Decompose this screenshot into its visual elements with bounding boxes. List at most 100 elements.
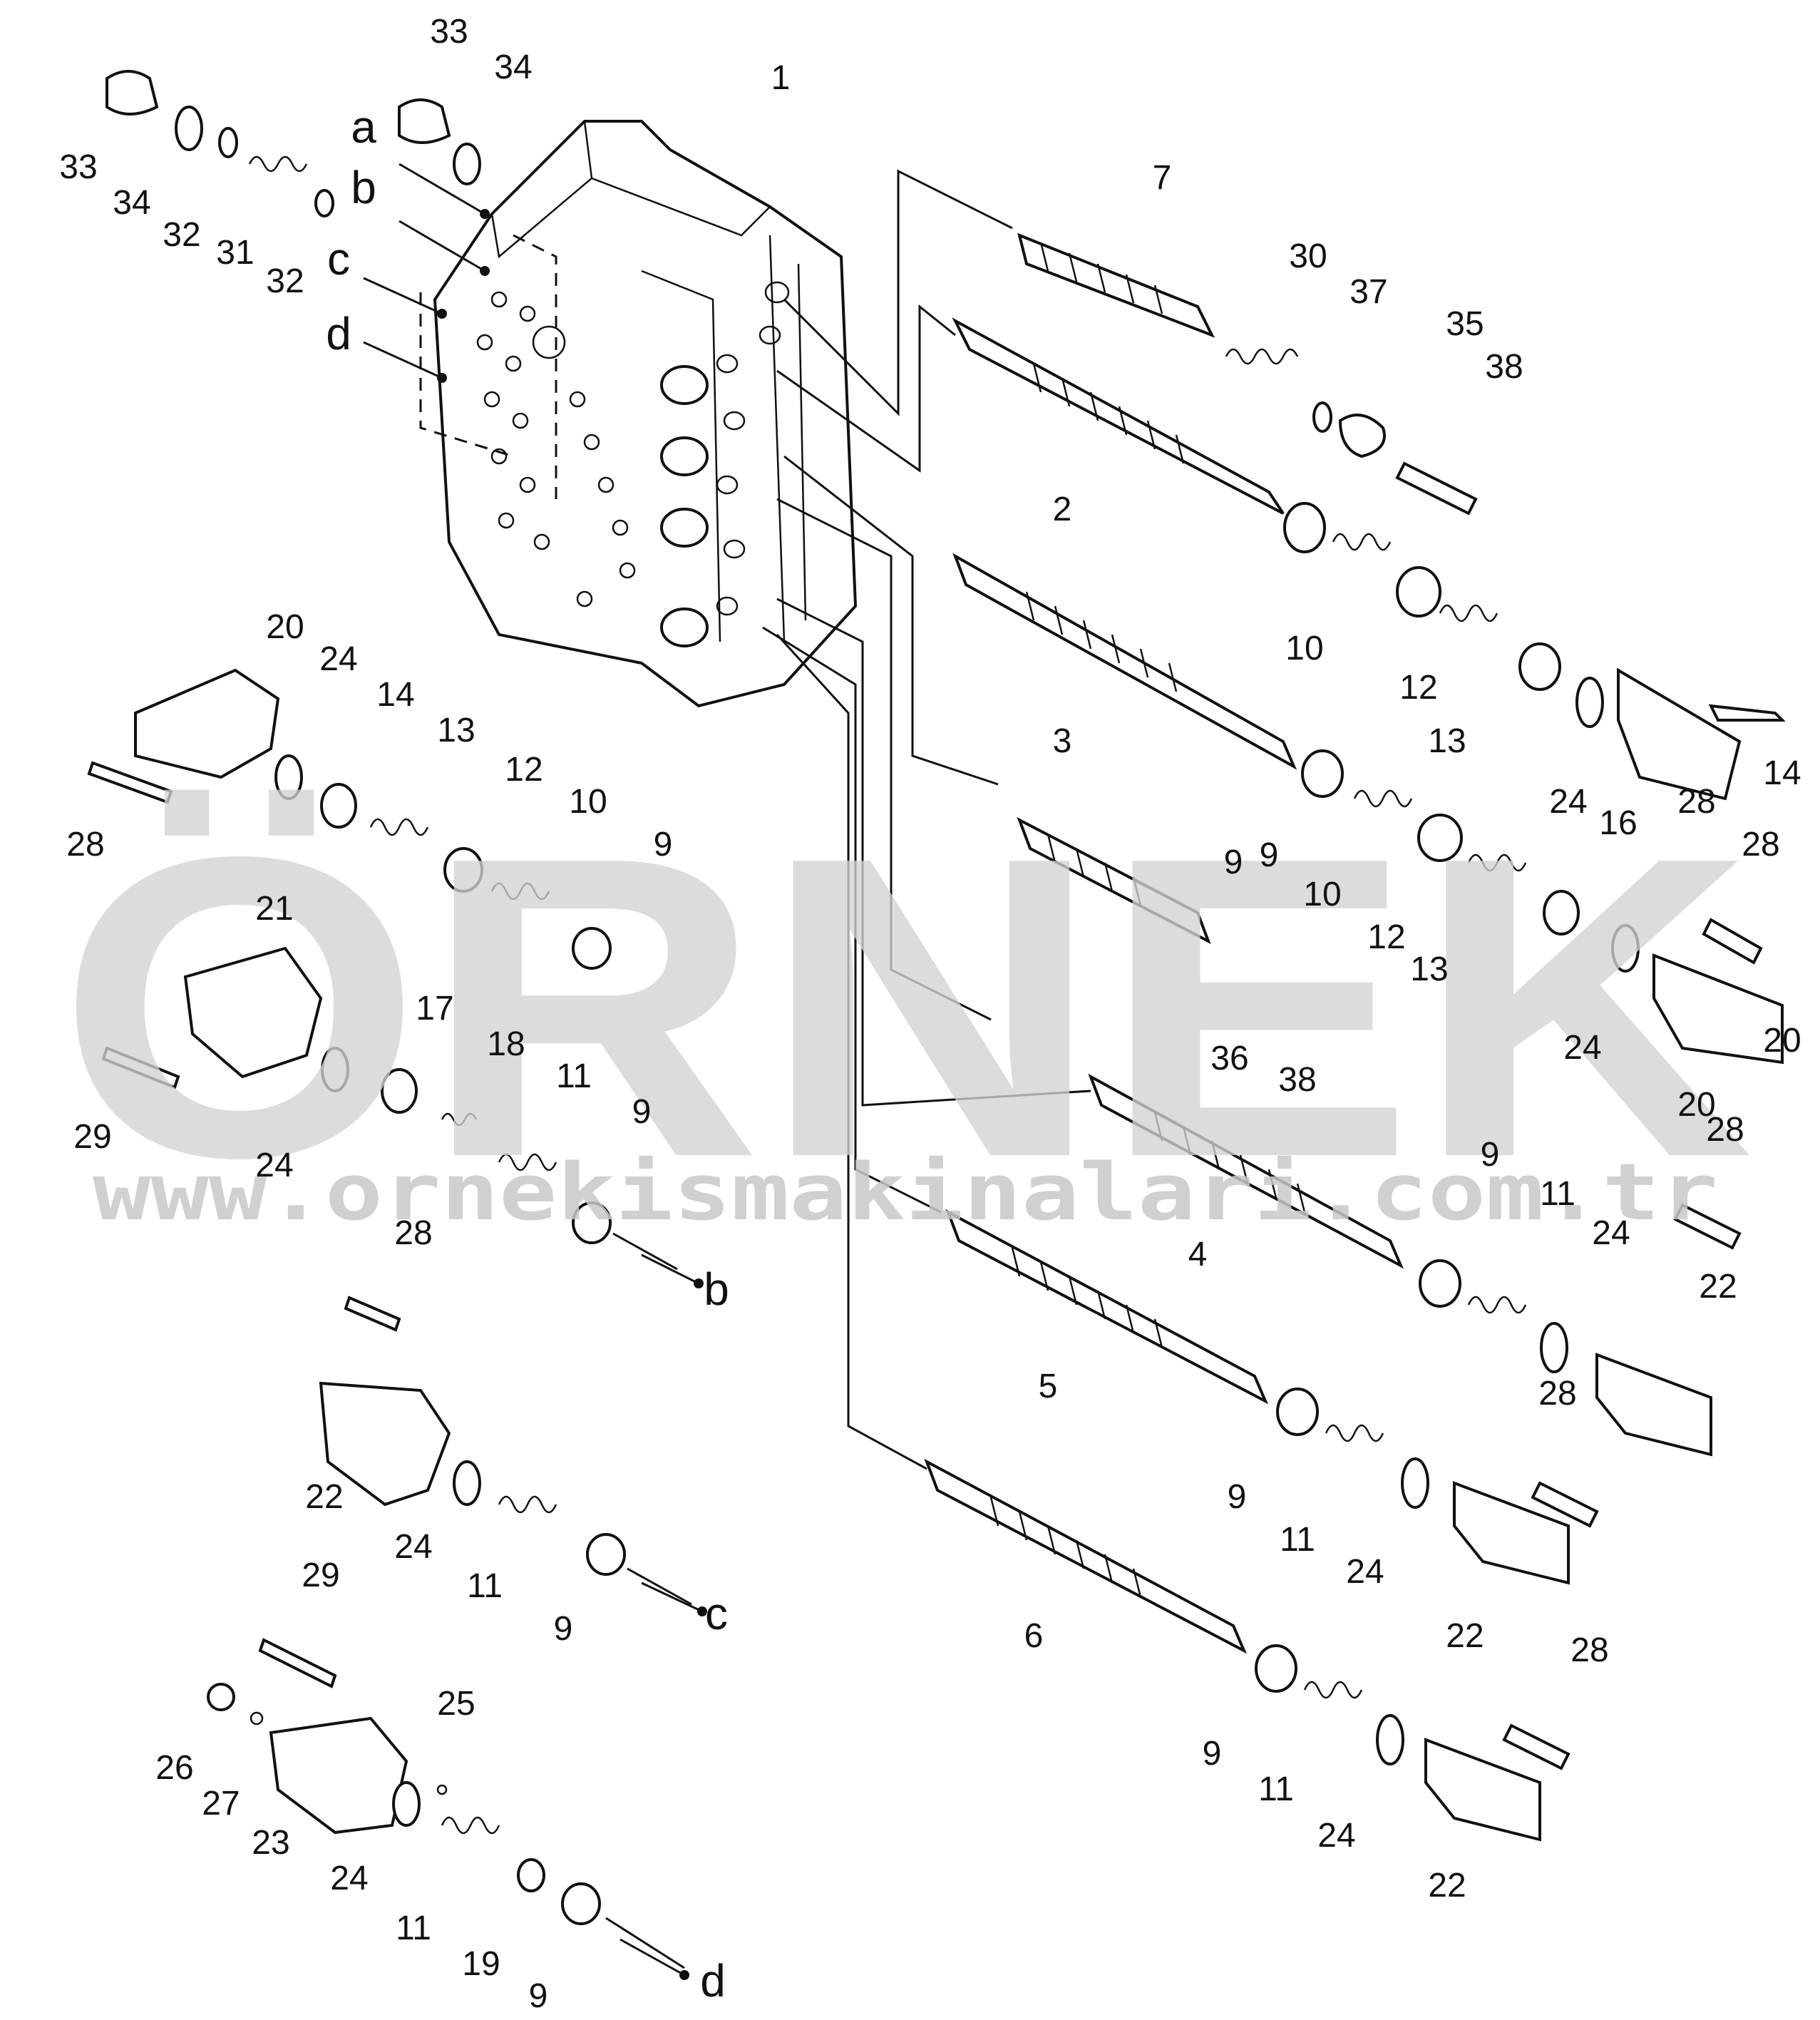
callout-number: 11 <box>1540 1175 1575 1213</box>
callout-number: 11 <box>556 1057 592 1095</box>
callout-number: 10 <box>1303 876 1341 913</box>
watermark-brand: ÖRNEK <box>57 769 1754 1246</box>
callout-number: 3 <box>1053 722 1072 760</box>
callout-number: 24 <box>319 640 357 678</box>
callout-number: 38 <box>1278 1061 1316 1099</box>
arrow-head <box>480 209 490 219</box>
callout-number: 17 <box>416 990 453 1027</box>
arrow-line <box>641 1581 703 1613</box>
callout-number: 28 <box>1570 1631 1608 1669</box>
callout-number: 19 <box>462 1945 500 1983</box>
arrow-head <box>694 1278 704 1288</box>
callout-number: 38 <box>1485 348 1523 386</box>
callout-number: 9 <box>529 1977 548 2015</box>
callout-number: 13 <box>437 712 475 749</box>
left-side-parts <box>87 70 692 1969</box>
callout-number: 7 <box>1153 159 1172 197</box>
callout-number: 28 <box>1538 1375 1576 1413</box>
callout-number: 5 <box>1039 1368 1058 1405</box>
spool-4 <box>1088 1073 1404 1269</box>
valve-body <box>419 120 858 708</box>
callout-number: 25 <box>437 1685 475 1723</box>
callout-number: 9 <box>554 1610 573 1648</box>
callout-number: 34 <box>494 48 532 86</box>
callout-number: 28 <box>1677 783 1715 821</box>
callout-number: 13 <box>1410 950 1448 988</box>
callout-number: 24 <box>330 1860 368 1897</box>
callout-number: 10 <box>569 783 607 821</box>
body-leader-lines <box>762 169 1091 1470</box>
callout-number: 20 <box>1763 1022 1801 1060</box>
callout-number: 28 <box>1706 1111 1744 1149</box>
callout-number: 12 <box>1367 918 1405 956</box>
callout-number: 9 <box>654 826 673 863</box>
callout-number: 24 <box>394 1528 432 1566</box>
callout-number: 35 <box>1446 305 1484 343</box>
callout-number: 18 <box>487 1025 525 1063</box>
callout-number: 28 <box>1742 826 1779 863</box>
callout-number: 30 <box>1289 237 1327 275</box>
callout-number: 28 <box>66 826 104 863</box>
callout-number: 29 <box>73 1118 111 1156</box>
callout-number: 32 <box>163 216 200 254</box>
callout-number: 14 <box>1763 754 1801 792</box>
spool-3 <box>952 553 1297 770</box>
callout-number: 12 <box>505 751 543 789</box>
callout-number: 24 <box>255 1147 293 1184</box>
callout-number: 9 <box>1228 1478 1247 1516</box>
arrow-line <box>399 163 485 215</box>
callout-number: 34 <box>113 184 150 222</box>
callout-number: 20 <box>266 608 304 646</box>
callout-number: 9 <box>632 1093 652 1131</box>
callout-number: 23 <box>252 1824 289 1862</box>
callout-number: 22 <box>1699 1268 1737 1306</box>
arrow-head <box>480 266 490 276</box>
arrow-label: d <box>326 308 351 359</box>
callout-number: 24 <box>1549 783 1587 821</box>
callout-number: 24 <box>1346 1553 1384 1591</box>
watermark-url: www.ornekismakinalari.com.tr <box>93 1147 1718 1238</box>
spool-7 <box>1017 232 1215 338</box>
callout-number: 22 <box>1428 1867 1466 1904</box>
spools <box>924 232 1404 1654</box>
callout-number: 1 <box>771 59 791 97</box>
arrow-line <box>363 277 443 315</box>
callout-number: 26 <box>155 1749 193 1787</box>
callout-number: 4 <box>1188 1236 1208 1273</box>
arrow-head <box>437 309 447 319</box>
callout-number: 28 <box>394 1214 432 1252</box>
callout-number: 11 <box>1258 1770 1294 1808</box>
arrow-label: d <box>700 1955 726 2006</box>
callout-number: 29 <box>302 1557 339 1594</box>
callout-number: 24 <box>1563 1029 1601 1067</box>
callout-number: 21 <box>255 890 293 928</box>
callout-number: 31 <box>216 234 254 272</box>
arrow-head <box>437 373 447 383</box>
callout-number: 9 <box>1203 1735 1222 1773</box>
right-side-parts <box>1225 348 1786 1842</box>
callout-number: 22 <box>305 1478 343 1516</box>
callout-number: 12 <box>1399 669 1437 707</box>
callout-number: 11 <box>1280 1521 1315 1559</box>
callout-number: 24 <box>1592 1214 1630 1252</box>
arrow-head <box>679 1970 689 1980</box>
arrow-line <box>363 341 443 379</box>
arrow-label: b <box>704 1263 729 1315</box>
callout-number: 37 <box>1349 273 1387 311</box>
watermark: ÖRNEK www.ornekismakinalari.com.tr <box>57 769 1754 1246</box>
callout-number: 33 <box>59 148 97 186</box>
callout-number: 32 <box>266 262 304 300</box>
callout-number: 6 <box>1024 1617 1044 1655</box>
callout-number: 11 <box>467 1567 503 1605</box>
callout-number: 36 <box>1210 1040 1248 1077</box>
callout-number: 27 <box>202 1785 240 1822</box>
callout-number: 9 <box>1224 844 1243 881</box>
spool-2 <box>952 317 1285 515</box>
arrow-line <box>399 220 485 272</box>
callout-number: 22 <box>1446 1617 1484 1655</box>
callout-number: 9 <box>1481 1136 1500 1174</box>
arrow-head <box>697 1606 707 1616</box>
arrow-line <box>619 1938 685 1977</box>
